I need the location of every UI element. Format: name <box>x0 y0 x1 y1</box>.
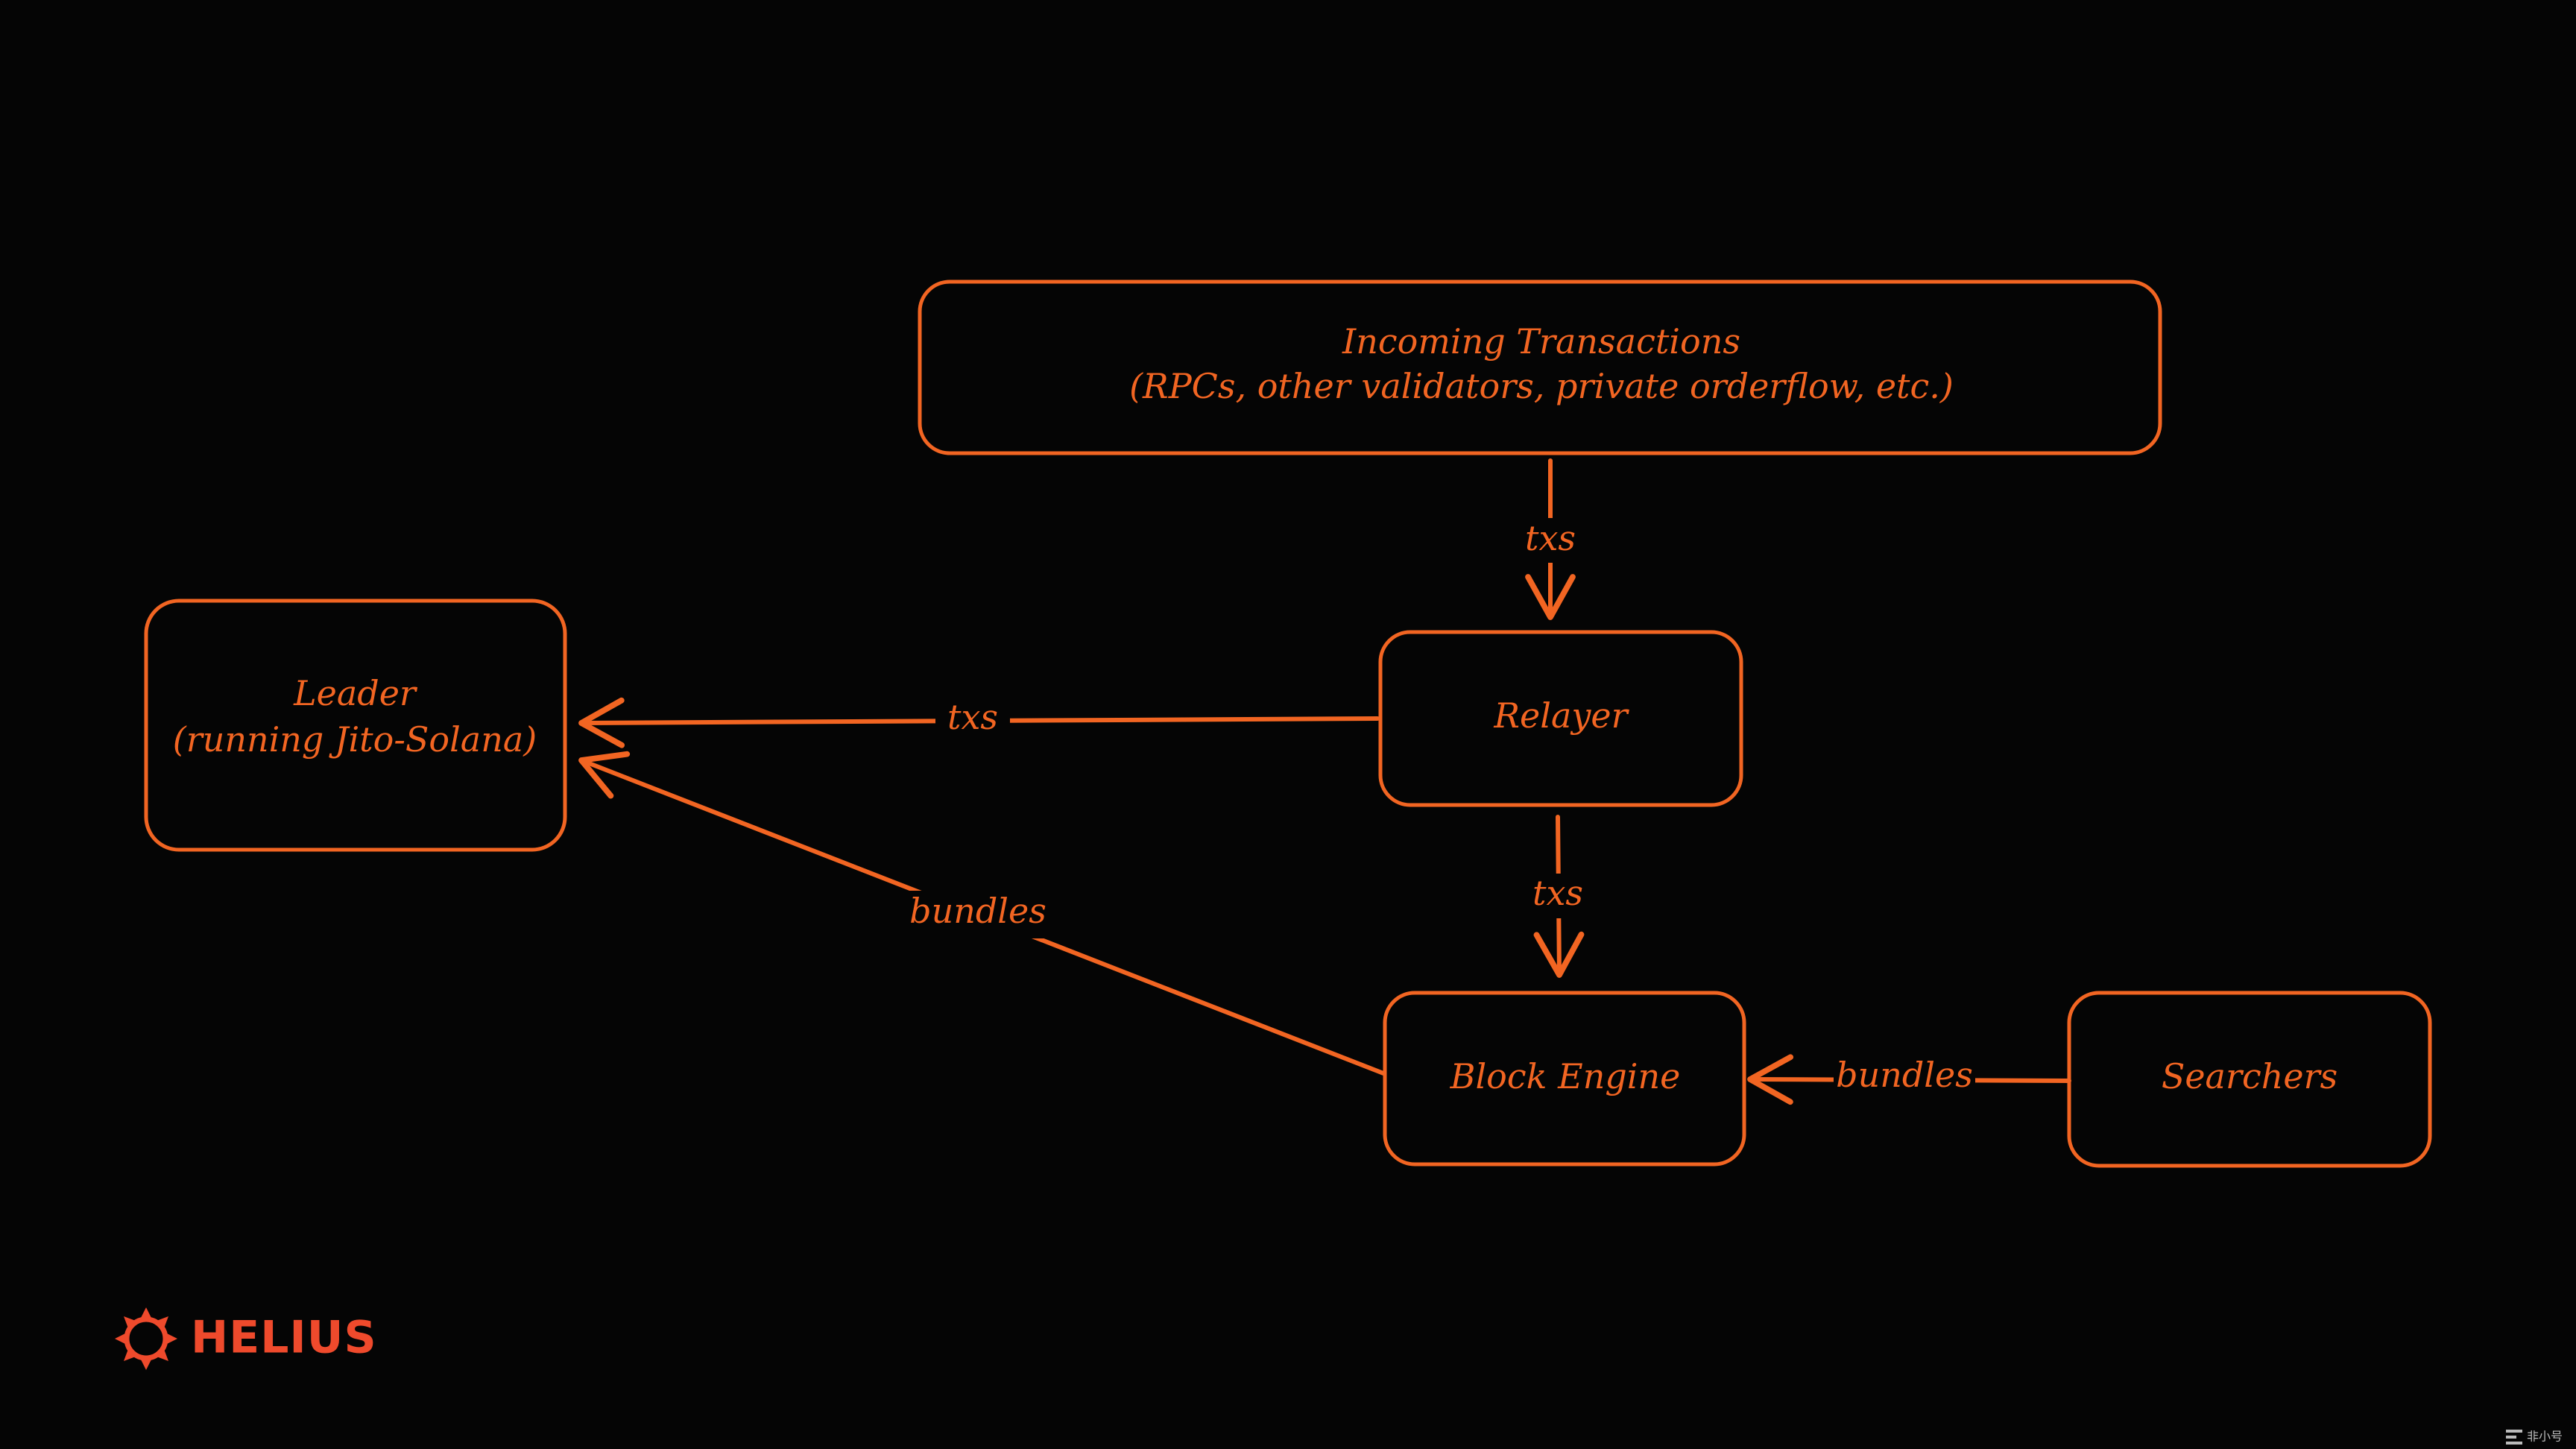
node-box <box>144 599 567 852</box>
node-searchers-title: Searchers <box>2162 1056 2337 1096</box>
node-box <box>2067 991 2432 1168</box>
edge-label-bg <box>1834 1055 1975 1102</box>
watermark: 非小号 <box>2506 1430 2563 1445</box>
edge-incoming-to-relayer: txs <box>1513 458 1588 620</box>
watermark-icon <box>2506 1430 2522 1445</box>
node-leader-title: Leader <box>293 673 418 713</box>
edge-label-txs-2: txs <box>947 697 998 737</box>
node-box <box>1383 991 1746 1167</box>
edge-label-txs-1: txs <box>1525 518 1576 558</box>
watermark-text: 非小号 <box>2527 1430 2563 1444</box>
edge-relayer-to-block-engine: txs <box>1521 815 1595 978</box>
edge-label-bg <box>935 699 1010 744</box>
helius-logo-icon <box>115 1307 177 1370</box>
edge-searchers-to-block-engine: bundles <box>1747 1054 2071 1105</box>
node-block-engine: Block Engine <box>1383 991 1746 1167</box>
edge-label-bg <box>903 891 1045 938</box>
edge-label-bg <box>1513 518 1588 563</box>
node-relayer-title: Relayer <box>1493 695 1629 736</box>
node-box <box>1378 630 1743 807</box>
node-leader-subtitle: (running Jito-Solana) <box>173 719 537 760</box>
node-leader: Leader (running Jito-Solana) <box>144 599 567 852</box>
edge-label-bg <box>1521 874 1595 918</box>
helius-logo: HELIUS <box>115 1307 377 1370</box>
node-relayer: Relayer <box>1378 630 1743 807</box>
edge-relayer-to-leader: txs <box>578 697 1380 748</box>
edge-label-bundles-1: bundles <box>909 891 1046 931</box>
node-incoming-transactions: Incoming Transactions (RPCs, other valid… <box>918 280 2162 455</box>
helius-logo-text: HELIUS <box>191 1312 377 1364</box>
node-incoming-subtitle: (RPCs, other validators, private orderfl… <box>1129 366 1954 406</box>
edge-block-engine-to-leader: bundles <box>578 751 1386 1076</box>
node-block-engine-title: Block Engine <box>1450 1056 1681 1096</box>
node-incoming-title: Incoming Transactions <box>1342 321 1740 362</box>
edge-label-bundles-2: bundles <box>1836 1055 1973 1095</box>
edge-label-txs-3: txs <box>1532 873 1583 913</box>
node-box <box>918 280 2162 455</box>
node-searchers: Searchers <box>2067 991 2432 1168</box>
